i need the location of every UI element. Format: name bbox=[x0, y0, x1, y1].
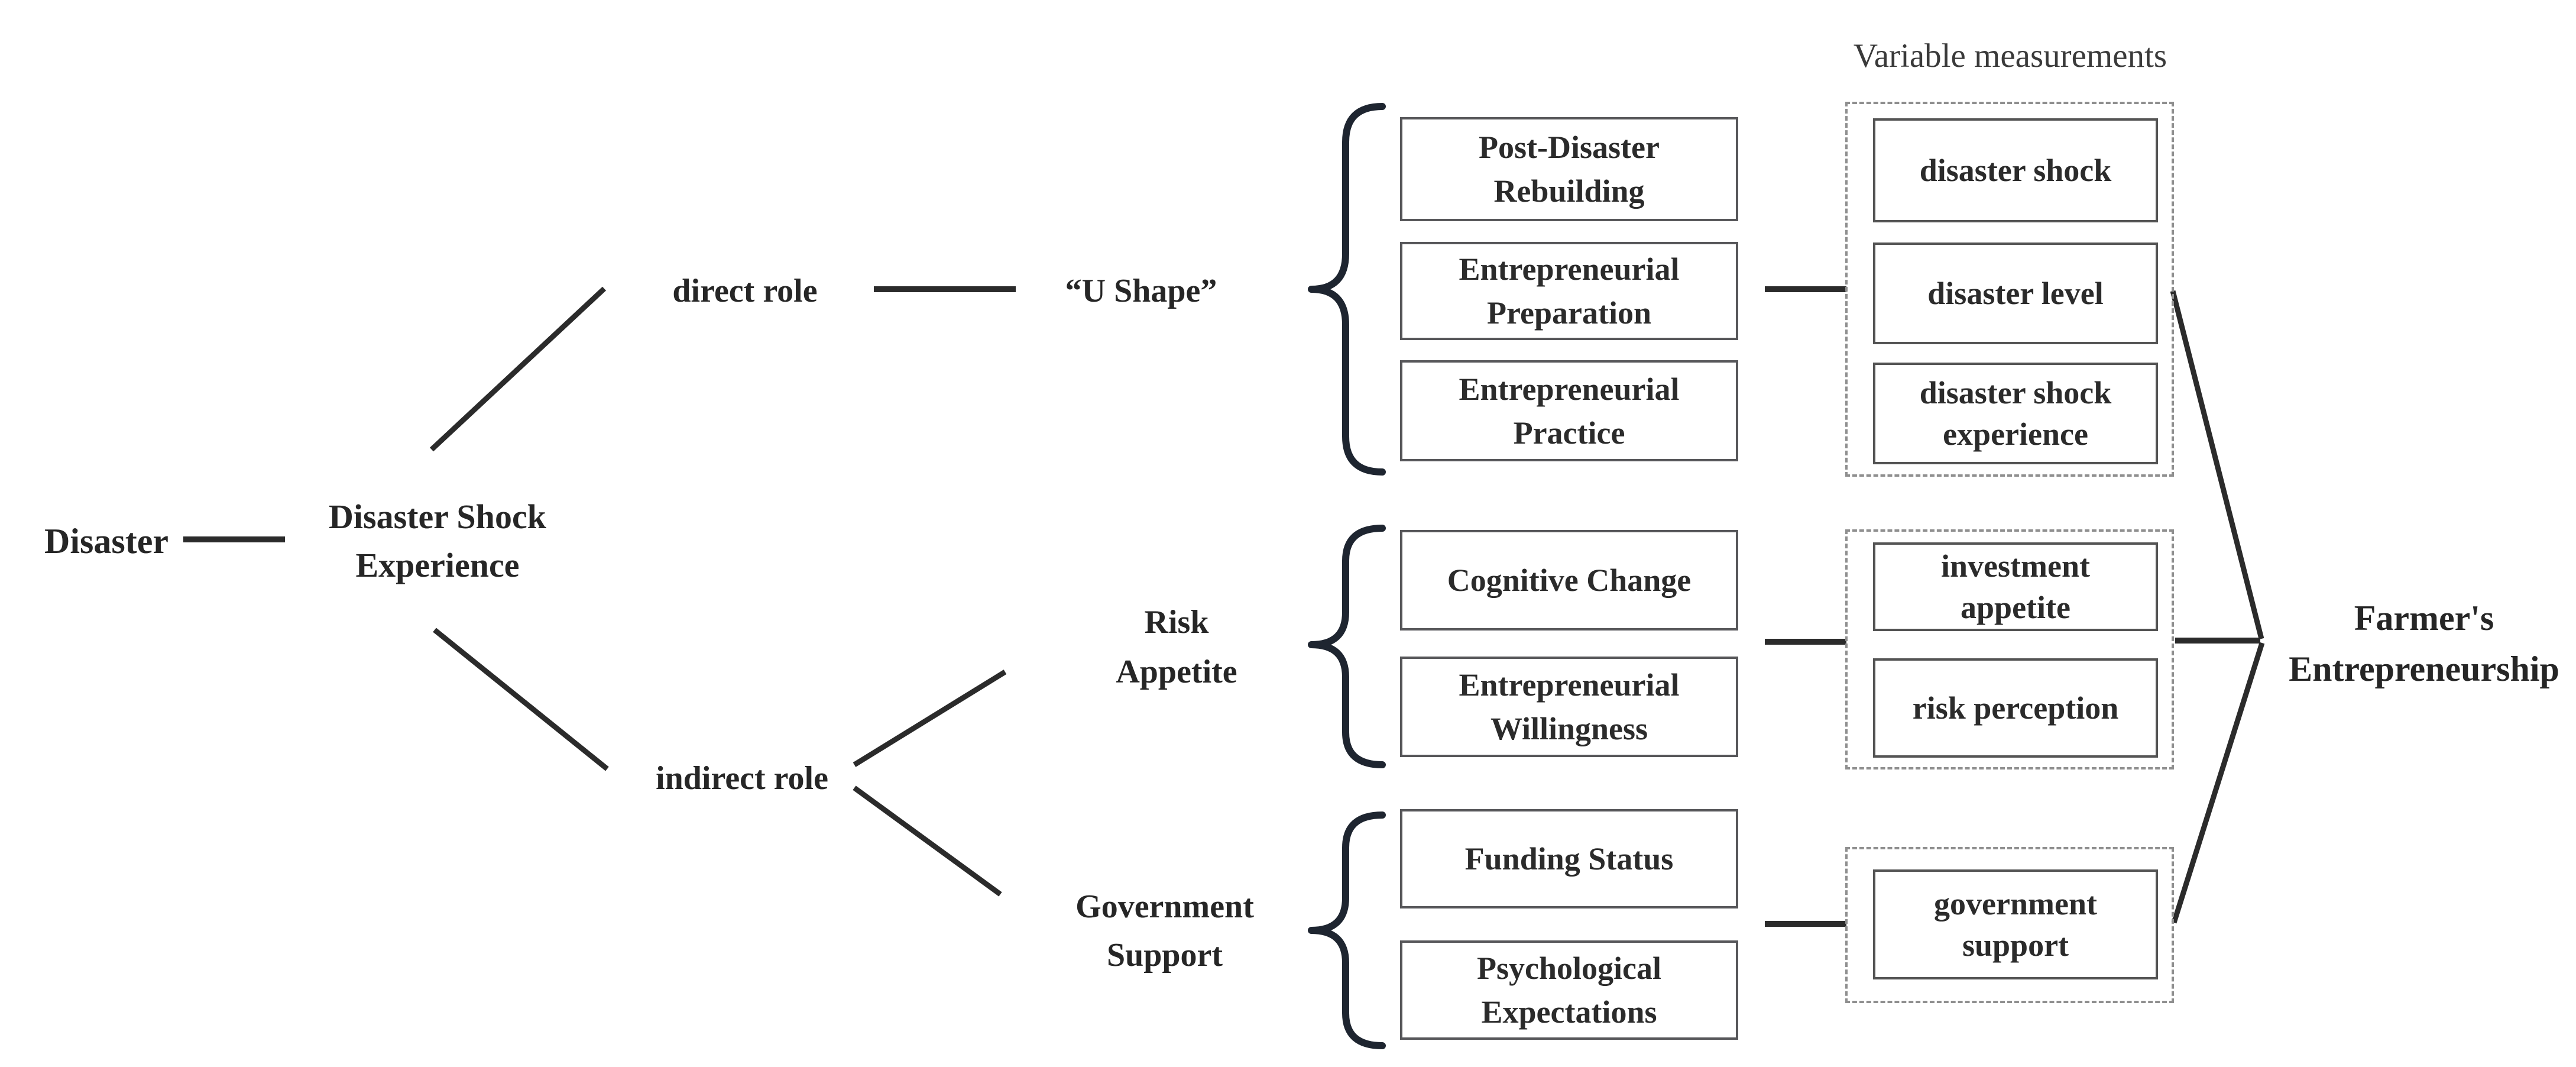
node-disaster: Disaster bbox=[44, 522, 169, 561]
curly-brace-gov bbox=[1308, 811, 1386, 1049]
measurement-group-disaster bbox=[1845, 102, 2174, 477]
curly-brace-ushape bbox=[1308, 103, 1386, 476]
box-disaster-shock: disaster shock bbox=[1873, 118, 2158, 222]
edge-indirect-risk bbox=[853, 670, 1007, 767]
box-government-support: government support bbox=[1873, 869, 2158, 979]
box-disaster-shock-experience: disaster shock experience bbox=[1873, 363, 2158, 464]
box-entrepreneurial-preparation: Entrepreneurial Preparation bbox=[1400, 242, 1738, 340]
box-post-disaster-rebuilding: Post-Disaster Rebuilding bbox=[1400, 117, 1738, 221]
label-indirect-role: indirect role bbox=[656, 760, 828, 797]
box-entrepreneurial-practice: Entrepreneurial Practice bbox=[1400, 360, 1738, 461]
column-title-variable-measurements: Variable measurements bbox=[1853, 37, 2167, 75]
edge-measurement3-outcome bbox=[2171, 642, 2265, 924]
edge-experience-direct bbox=[429, 286, 607, 452]
node-disaster-shock-experience: Disaster Shock Experience bbox=[329, 497, 546, 584]
box-disaster-level: disaster level bbox=[1873, 242, 2158, 344]
box-psychological-expectations: Psychological Expectations bbox=[1400, 940, 1738, 1040]
box-entrepreneurial-willingness: Entrepreneurial Willingness bbox=[1400, 657, 1738, 757]
node-u-shape: “U Shape” bbox=[1065, 273, 1217, 309]
curly-brace-risk bbox=[1308, 525, 1386, 768]
measurement-group-gov bbox=[1845, 847, 2174, 1003]
node-government-support: Government Support bbox=[1075, 888, 1254, 974]
box-funding-status: Funding Status bbox=[1400, 809, 1738, 908]
edge-measurement1-outcome bbox=[2170, 290, 2264, 640]
label-direct-role: direct role bbox=[672, 273, 818, 309]
edge-indirect-gov bbox=[853, 785, 1002, 897]
box-cognitive-change: Cognitive Change bbox=[1400, 530, 1738, 630]
box-risk-perception: risk perception bbox=[1873, 658, 2158, 758]
edge-experience-indirect bbox=[433, 628, 609, 771]
box-investment-appetite: investment appetite bbox=[1873, 542, 2158, 631]
measurement-group-risk bbox=[1845, 529, 2174, 769]
node-farmers-entrepreneurship: Farmer's Entrepreneurship bbox=[2289, 599, 2559, 688]
node-risk-appetite: Risk Appetite bbox=[1116, 604, 1237, 690]
